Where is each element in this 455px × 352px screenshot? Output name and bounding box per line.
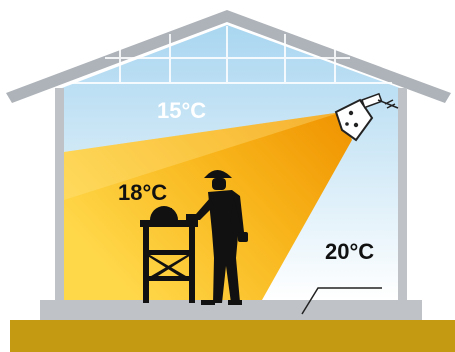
left-wall xyxy=(55,88,64,302)
temp-label-heated-zone: 18°C xyxy=(118,180,167,205)
table-saw-icon xyxy=(140,206,198,303)
floor-slab xyxy=(40,300,422,320)
heater-icon xyxy=(334,92,399,142)
temp-label-floor: 20°C xyxy=(325,239,374,264)
ground-strip xyxy=(10,320,455,352)
gable-windows xyxy=(70,26,392,84)
temp-label-upper: 15°C xyxy=(157,98,206,123)
right-wall xyxy=(398,88,407,302)
floor-pointer-line xyxy=(301,287,382,315)
heat-beam-glow xyxy=(64,112,342,200)
worker-figure xyxy=(186,170,248,305)
